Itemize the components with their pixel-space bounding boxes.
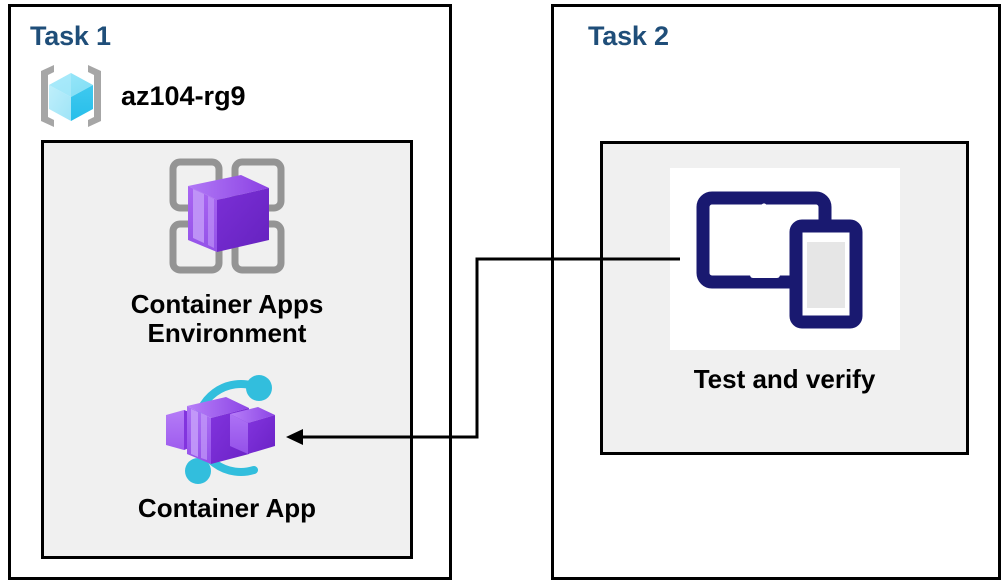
container-apps-environment-icon <box>157 148 297 284</box>
task-1-title: Task 1 <box>30 21 111 51</box>
container-app-label: Container App <box>137 493 317 523</box>
resource-group-name: az104-rg9 <box>121 80 246 111</box>
task-2-title: Task 2 <box>588 21 669 51</box>
resource-group-icon <box>33 60 109 132</box>
test-and-verify-node: Test and verify <box>600 160 969 395</box>
devices-icon-backdrop <box>669 168 900 350</box>
container-app-node: Container App <box>41 368 413 523</box>
devices-icon <box>695 184 875 334</box>
container-app-icon <box>154 368 300 488</box>
container-apps-environment-label: Container Apps Environment <box>130 289 324 349</box>
container-apps-environment-node: Container Apps Environment <box>41 148 413 348</box>
test-and-verify-label: Test and verify <box>693 364 876 394</box>
resource-group-row: az104-rg9 <box>33 60 246 132</box>
